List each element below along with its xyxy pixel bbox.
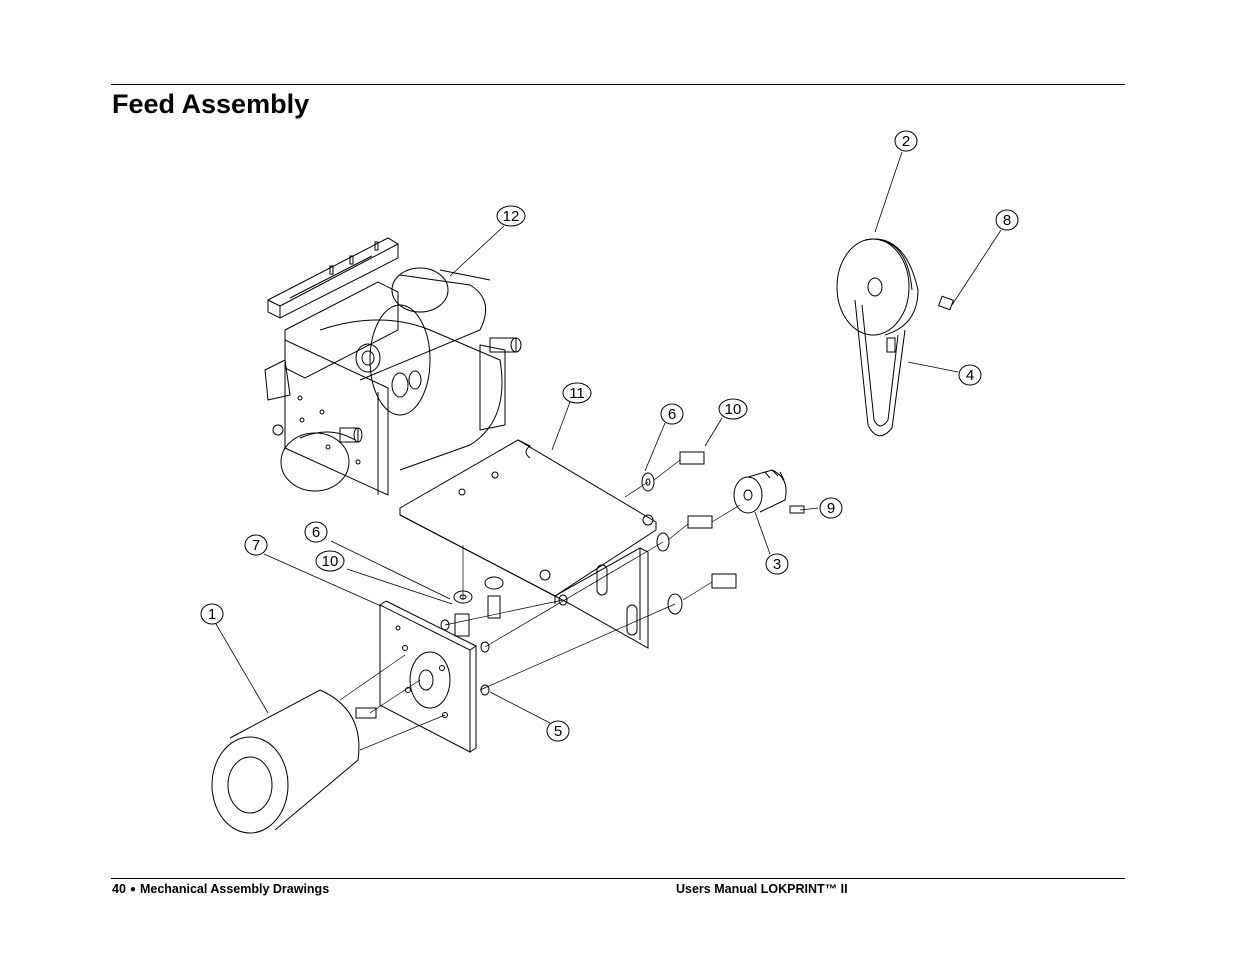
callout-5: 5 <box>546 720 570 742</box>
callout-label: 11 <box>569 385 585 402</box>
callout-label: 10 <box>322 553 339 570</box>
callout-label: 4 <box>966 367 974 384</box>
callout-label: 8 <box>1003 212 1011 229</box>
callout-label: 3 <box>773 556 781 573</box>
part-motor-plate <box>379 600 477 753</box>
callout-label: 12 <box>503 208 520 225</box>
callout-9: 9 <box>819 497 843 519</box>
callout-8: 8 <box>995 209 1019 231</box>
callout-7: 7 <box>244 534 268 556</box>
footer-section: 40●Mechanical Assembly Drawings <box>112 882 329 896</box>
callout-2: 2 <box>894 130 918 152</box>
page-number: 40 <box>112 882 126 896</box>
callout-6b: 6 <box>660 403 684 425</box>
callout-label: 6 <box>312 524 320 541</box>
callout-4: 4 <box>958 364 982 386</box>
callout-label: 5 <box>554 723 562 740</box>
page-title: Feed Assembly <box>112 89 310 119</box>
callout-11: 11 <box>562 382 592 404</box>
callout-10a: 10 <box>315 550 345 572</box>
callout-3: 3 <box>765 553 789 575</box>
callout-12: 12 <box>496 205 526 227</box>
callout-1: 1 <box>200 603 224 625</box>
callout-label: 9 <box>827 500 835 517</box>
callout-label: 6 <box>668 406 676 423</box>
leader-lines <box>215 151 1002 724</box>
part-belt <box>854 299 906 437</box>
part-large-pulley <box>836 238 919 336</box>
header-rule <box>111 84 1125 85</box>
footer-manual-title: Users Manual LOKPRINT™ II <box>676 882 848 896</box>
part-roller-assembly <box>264 237 522 496</box>
footer-rule <box>111 878 1125 879</box>
part-set-screw <box>938 295 954 311</box>
callout-label: 2 <box>902 133 910 150</box>
callout-10b: 10 <box>718 398 748 420</box>
section-title: Mechanical Assembly Drawings <box>139 882 330 896</box>
part-fasteners <box>440 451 737 696</box>
callout-label: 1 <box>208 606 216 623</box>
assembly-lines <box>339 459 741 751</box>
callout-6a: 6 <box>304 521 328 543</box>
part-base-plate <box>399 439 657 649</box>
callout-label: 7 <box>252 537 260 554</box>
part-small-pulley <box>733 469 787 514</box>
callout-label: 10 <box>725 401 742 418</box>
callouts: 1 2 3 4 5 6 6 7 8 9 10 10 11 12 <box>200 130 1019 742</box>
part-stepper-motor <box>211 689 377 834</box>
bullet-separator: ● <box>129 884 136 895</box>
